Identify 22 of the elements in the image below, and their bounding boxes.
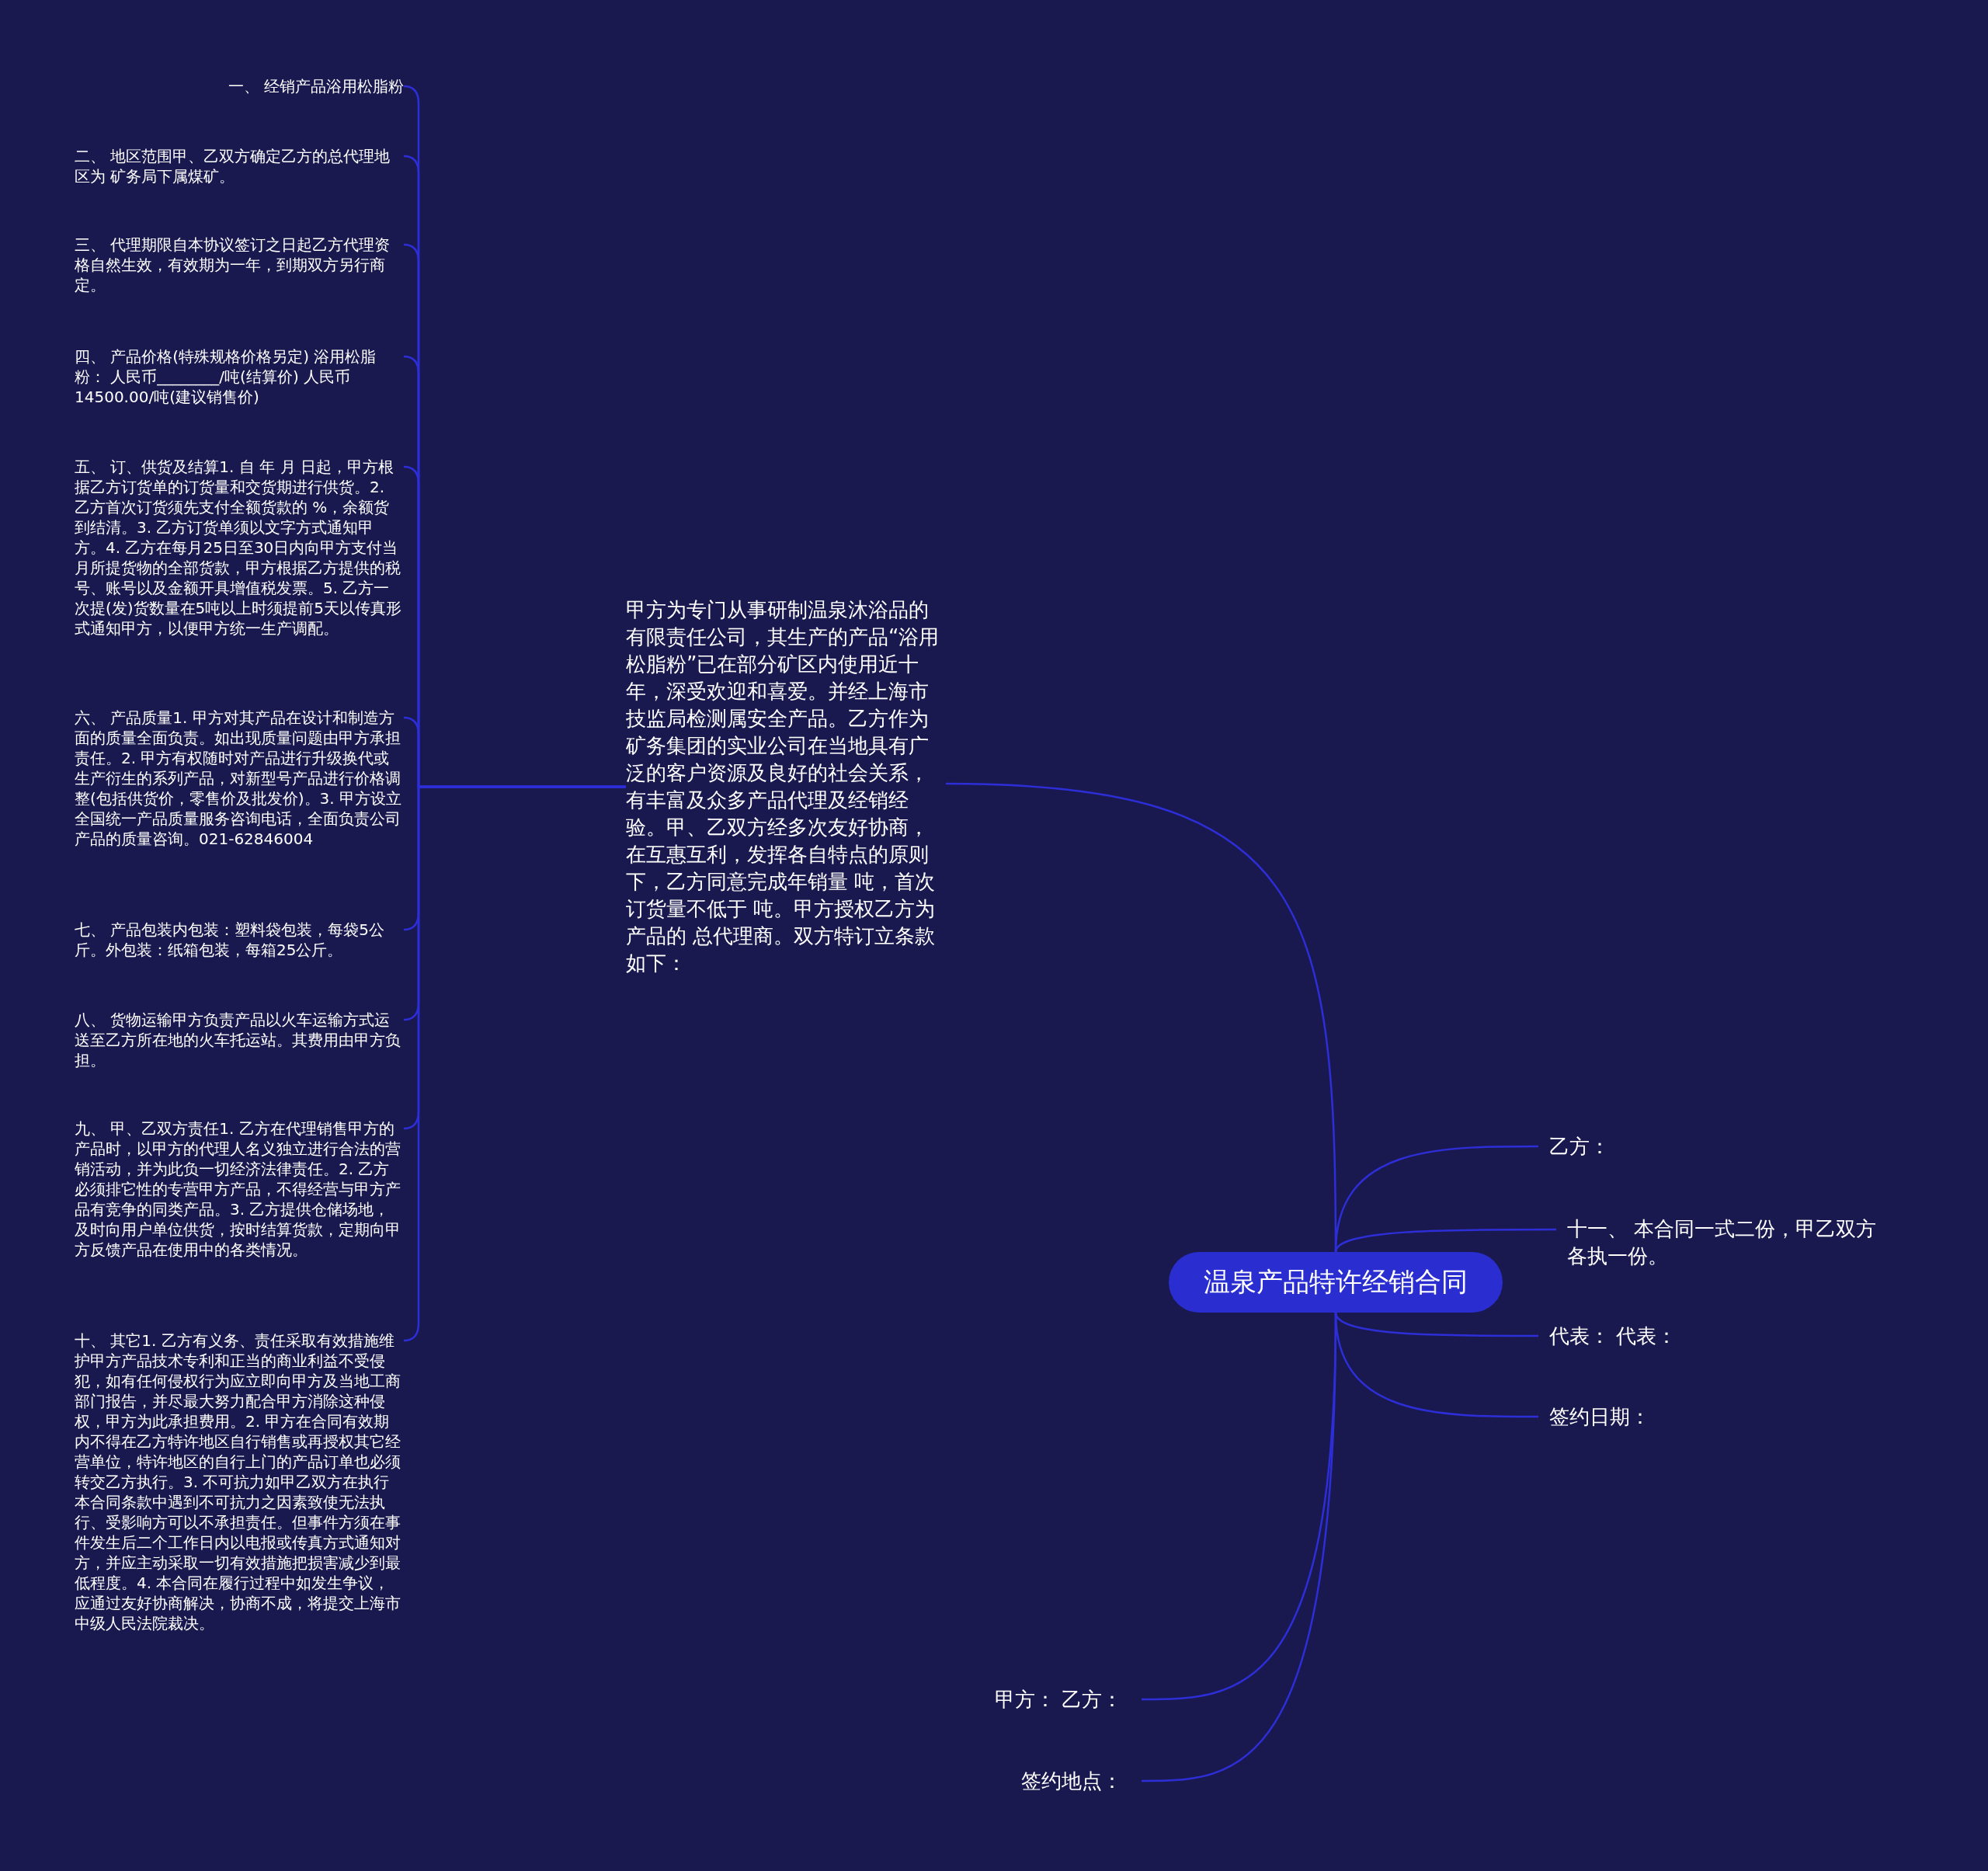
clause-text: 三、 代理期限自本协议签订之日起乙方代理资格自然生效，有效期为一年，到期双方另行商定。 <box>75 235 404 295</box>
branch-line <box>403 785 626 1342</box>
clause-text: 二、 地区范围甲、乙双方确定乙方的总代理地区为 矿务局下属煤矿。 <box>75 146 404 186</box>
paragraph-text: 甲方为专门从事研制温泉沐浴品的有限责任公司，其生产的产品“浴用松脂粉”已在部分矿区内使用近十年，深受欢迎和喜爱。并经上海市技监局检测属安全产品。乙方作为矿务集团的实业公司在当地具有广泛的客户资源及良好的社会关系，有丰富及众多产品代理及经销经验。甲、乙双方经多次友好协商，在互惠互利，发挥各自特点的原则下，乙方同意完成年销量 吨，首次订货量不低于 吨。甲方授权乙方为产品的 总代理商。双方特订立条款如下： <box>626 596 946 977</box>
clause-text: 六、 产品质量1. 甲方对其产品在设计和制造方面的质量全面负责。如出现质量问题由甲方承担责任。2. 甲方有权随时对产品进行升级换代或生产衍生的系列产品，对新型号产品进行价格调整(包括供货价，零售价及批发价)。3. 甲方设立全国统一产品质量服务咨询电话，全面负责公司产品的质量咨询。021-62846004 <box>75 708 404 849</box>
root-topic: 温泉产品特许经销合同 <box>1169 1252 1503 1313</box>
branch-text: 签约地点： <box>1021 1767 1122 1795</box>
clause-text: 四、 产品价格(特殊规格价格另定) 浴用松脂粉： 人民币________/吨(结算价) 人民币14500.00/吨(建议销售价) <box>75 346 404 407</box>
branch-text: 签约日期： <box>1549 1403 1650 1431</box>
clause-text: 八、 货物运输甲方负责产品以火车运输方式运送至乙方所在地的火车托运站。其费用由甲方负担。 <box>75 1010 404 1070</box>
clause-text: 一、 经销产品浴用松脂粉 <box>75 76 404 96</box>
clause-text: 九、 甲、乙双方责任1. 乙方在代理销售甲方的产品时，以甲方的代理人名义独立进行合法的营销活动，并为此负一切经济法律责任。2. 乙方必须排它性的专营甲方产品，不得经营与甲方产品有竞争的同类产品。3. 乙方提供仓储场地，及时向用户单位供货，按时结算货款，定期向甲方反馈产品在使用中的各类情况。 <box>75 1118 404 1260</box>
clause-text: 七、 产品包装内包装：塑料袋包装，每袋5公斤。外包装：纸箱包装，每箱25公斤。 <box>75 920 404 960</box>
branch-line <box>1334 1228 1556 1253</box>
clause-text: 五、 订、供货及结算1. 自 年 月 日起，甲方根据乙方订货单的订货量和交货期进行供货。2. 乙方首次订货须先支付全额货款的 %，余额货到结清。3. 乙方订货单须以文字方式通知甲方。4. 乙方在每月25日至30日内向甲方支付当月所提货物的全部货款，甲方根据乙方提供的税号、账号以及金额开具增值税发票。5. 乙方一次提(发)货数量在5吨以上时须提前5天以传真形式通知甲方，以便甲方统一生产调配。 <box>75 457 404 638</box>
branch-text: 乙方： <box>1549 1132 1610 1160</box>
branch-text: 十一、 本合同一式二份，甲乙双方各执一份。 <box>1567 1215 1893 1270</box>
clause-text: 十、 其它1. 乙方有义务、责任采取有效措施维护甲方产品技术专利和正当的商业利益不受侵犯，如有任何侵权行为应立即向甲方及当地工商部门报告，并尽最大努力配合甲方消除这种侵权，甲方为此承担费用。2. 甲方在合同有效期内不得在乙方特许地区自行销售或再授权其它经营单位，特许地区的自行上门的产品订单也必须转交乙方执行。3. 不可抗力如甲乙双方在执行本合同条款中遇到不可抗力之因素致使无法执行、受影响方可以不承担责任。但事件方须在事件发生后二个工作日内以电报或传真方式通知对方，并应主动采取一切有效措施把损害减少到最低程度。4. 本合同在履行过程中如发生争议，应通过友好协商解决，协商不成，将提交上海市中级人民法院裁决。 <box>75 1330 404 1633</box>
branch-line <box>1142 1312 1337 1782</box>
branch-text: 代表： 代表： <box>1549 1322 1677 1350</box>
branch-text: 甲方： 乙方： <box>994 1685 1122 1713</box>
branch-line <box>1334 1312 1538 1337</box>
